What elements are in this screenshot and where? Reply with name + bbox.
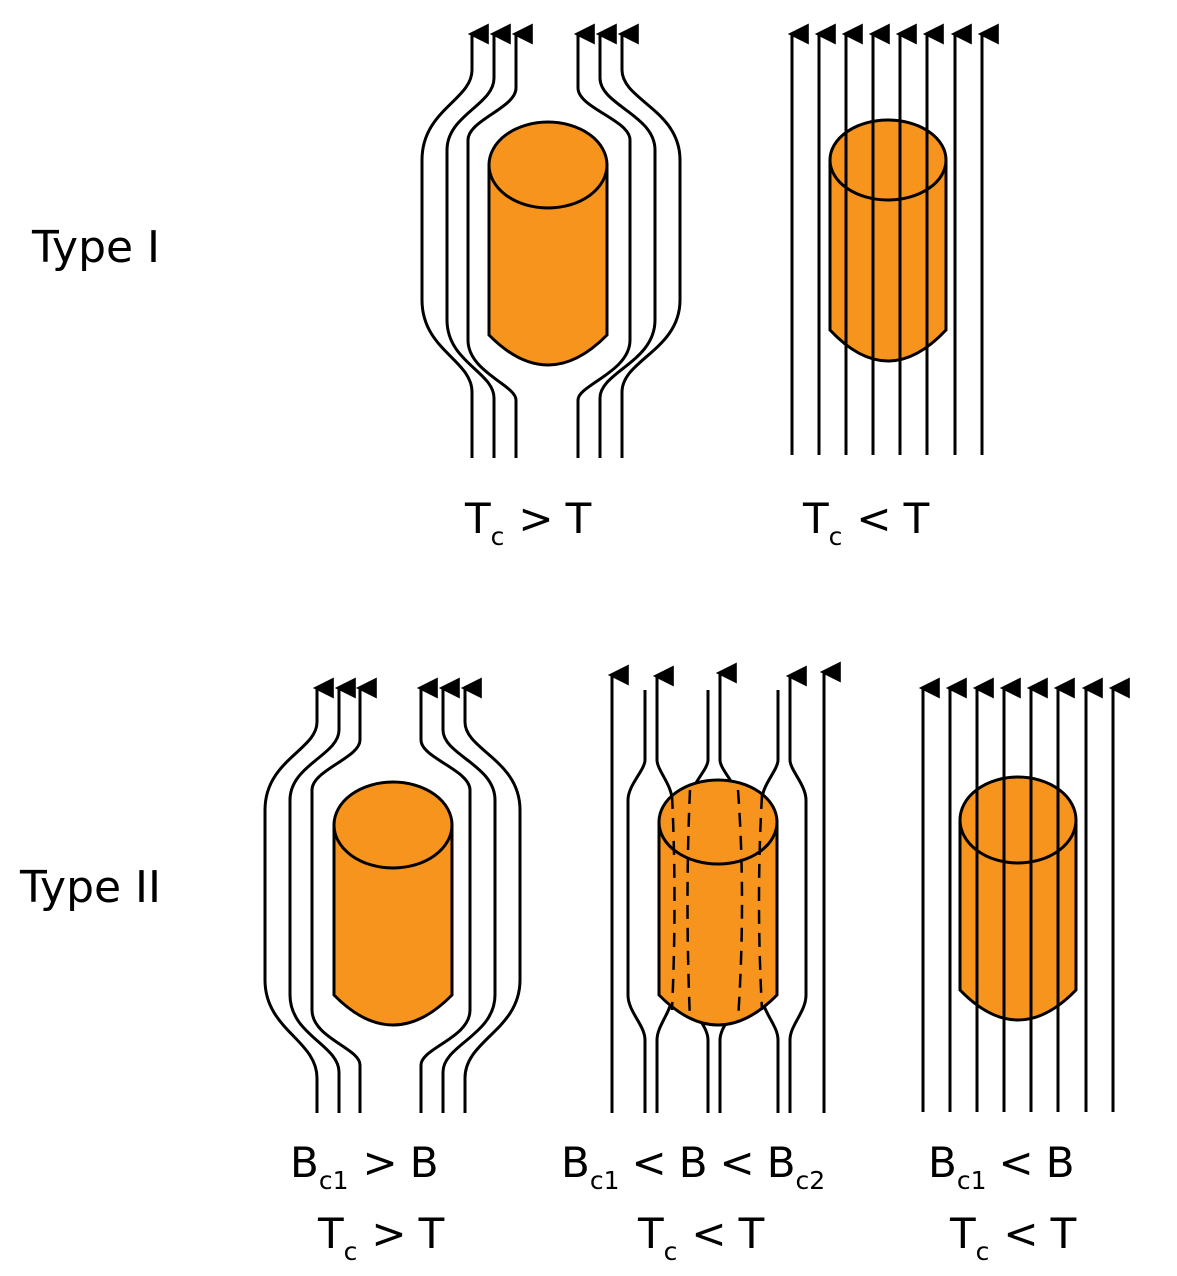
row-label-type-1: Type I	[31, 222, 160, 273]
superconductor-cylinder	[332, 780, 454, 1027]
field-lines	[420, 23, 682, 458]
panel-type1-penetrated: Tc<T	[787, 23, 999, 551]
caption-type1-right: Tc<T	[802, 494, 930, 551]
superconductor-cylinder	[487, 120, 609, 367]
field-lines-behind	[918, 677, 1130, 1112]
panel-type2-mixed: Bc1<B<Bc2 Tc<T	[561, 661, 841, 1266]
caption-type2-left-t: Tc>T	[317, 1209, 445, 1266]
row-label-type-2: Type II	[19, 862, 161, 913]
caption-type2-mid-t: Tc<T	[637, 1209, 765, 1266]
caption-type1-left: Tc>T	[464, 494, 592, 551]
panel-type2-penetrated: Bc1<B Tc<T	[918, 677, 1130, 1266]
superconductor-cylinder	[958, 775, 1078, 1022]
panel-type2-expelled: Bc1>B Tc>T	[263, 677, 522, 1266]
caption-type2-right-t: Tc<T	[949, 1209, 1077, 1266]
panel-type1-expelled: Tc>T	[420, 23, 682, 551]
field-lines-outer	[607, 661, 841, 1113]
superconductor-cylinder	[657, 778, 779, 1027]
caption-type2-mid-b: Bc1<B<Bc2	[561, 1138, 825, 1195]
superconductor-cylinder	[828, 118, 948, 363]
field-lines	[263, 677, 522, 1113]
field-lines	[814, 23, 972, 455]
caption-type2-right-b: Bc1<B	[928, 1138, 1075, 1195]
field-lines	[945, 677, 1103, 1112]
flux-vortices	[670, 789, 764, 1021]
field-lines-behind	[787, 23, 999, 455]
caption-type2-left-b: Bc1>B	[290, 1138, 439, 1195]
